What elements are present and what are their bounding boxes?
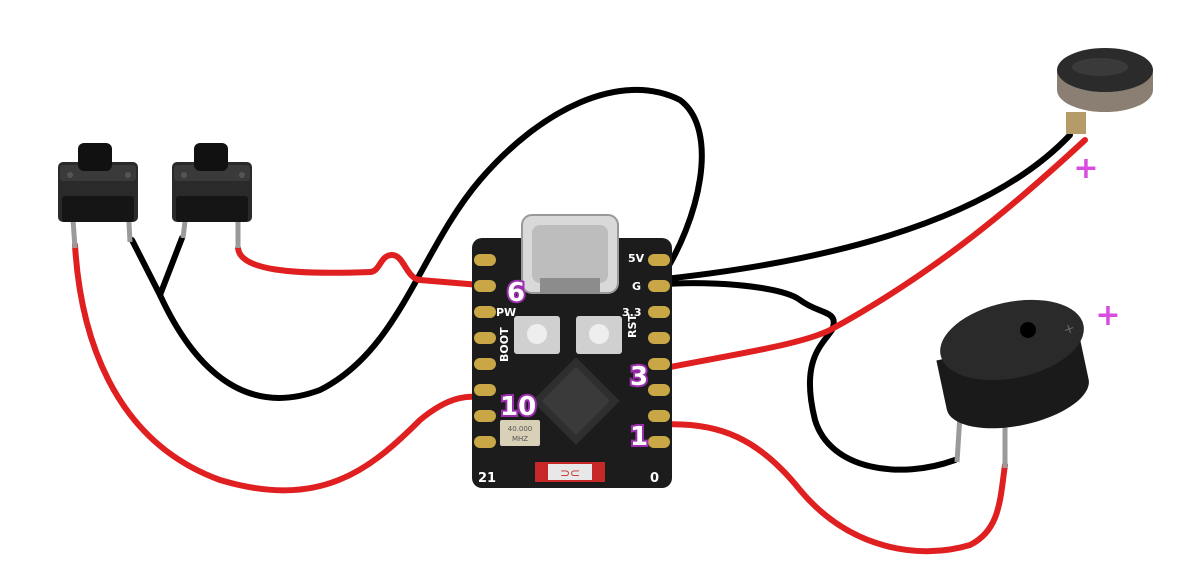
pin-callout-1: 1 [630,422,648,452]
silk-3v3: 3.3 [622,306,642,319]
left-pin-pads [474,254,496,448]
black-wire-ground-to-buzzer [652,280,958,473]
vibration-motor [1057,48,1153,134]
crystal-label-2: MHZ [512,435,528,443]
black-wire-ground-to-motor [652,132,1073,283]
silk-g: G [632,280,641,293]
wires [72,87,1088,555]
black-wire-buttons-joint [129,235,185,298]
red-wire-pin3-to-motor [652,137,1088,373]
silk-boot: BOOT [498,327,511,362]
silk-rst: RST [626,314,639,338]
pin-callout-3: 3 [630,362,648,392]
red-wire-button-to-pin6 [235,245,483,288]
reset-button [576,316,622,354]
bottom-led: ⊃⊂ [535,462,605,482]
silk-0: 0 [650,471,659,486]
silk-pw: PW [496,306,516,319]
buzzer: + [936,299,1089,468]
crystal: 40.000 MHZ [500,420,540,446]
svg-text:⊃⊂: ⊃⊂ [560,466,580,480]
usb-c-connector [521,214,619,294]
red-wire-pin1-to-buzzer [652,421,1008,555]
red-wire-button-to-pin10 [72,242,488,494]
right-pin-pads [648,254,670,448]
crystal-label-1: 40.000 [508,425,533,433]
microcontroller-board: 40.000 MHZ ⊃⊂ 5V G 3.3 RST PW BOOT 21 0 [472,214,672,488]
pin-callout-6: 6 [507,278,525,308]
boot-button [514,316,560,354]
black-wire-buttons-to-ground [157,87,705,401]
push-button-left [58,143,138,249]
silk-21: 21 [478,471,496,486]
svg-text:+: + [1059,321,1078,337]
pin-callout-10: 10 [500,392,536,422]
buzzer-plus-sign: + [1095,298,1120,333]
motor-plus-sign: + [1073,151,1098,186]
esp-chip [532,357,620,445]
push-button-right [172,143,252,248]
silk-5v: 5V [628,252,645,265]
